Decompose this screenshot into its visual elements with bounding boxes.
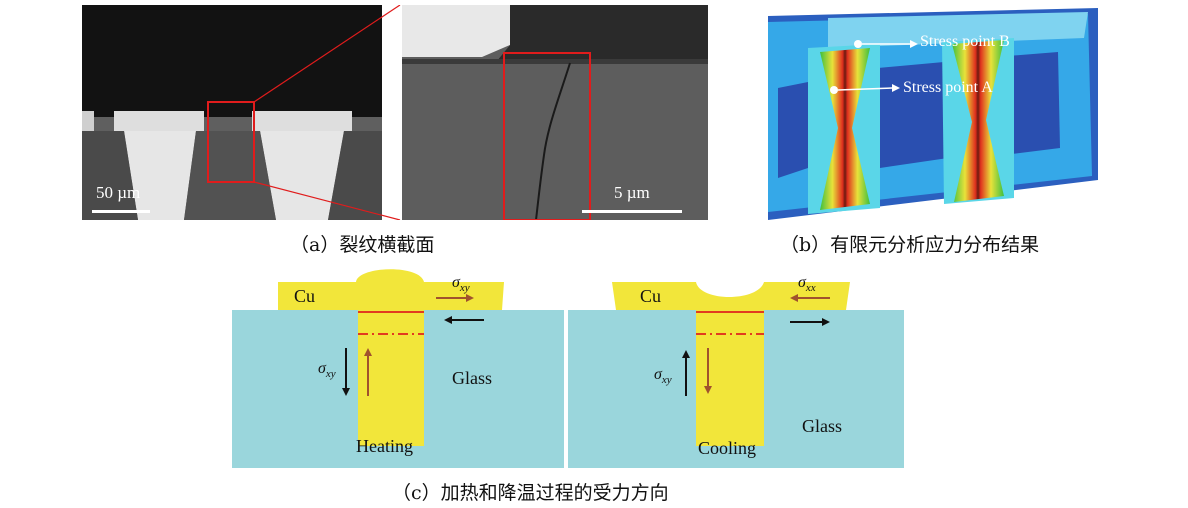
stress-point-b-label: Stress point B [920,33,1010,50]
heating-cu-label: Cu [294,286,316,306]
caption-c: （c）加热和降温过程的受力方向 [392,482,669,504]
zoom-connector [253,5,401,220]
scale-bar-right [582,210,682,213]
heating-shear-sigma: σxy [452,274,470,295]
cooling-shear-sigma: σxx [798,274,816,295]
schematic-heating [232,269,564,468]
scale-label-left: 50 µm [96,183,141,202]
heating-vertical-sigma: σxy [318,360,336,381]
cooling-vertical-sigma: σxy [654,366,672,387]
crack-line [535,62,571,220]
heating-process-label: Heating [356,436,413,456]
cooling-cu-label: Cu [640,286,662,306]
heating-glass-label: Glass [452,368,492,388]
sem-image-overview [82,5,382,220]
caption-a: （a）裂纹横截面 [290,234,435,256]
scale-label-right: 5 µm [614,183,650,202]
sem-image-zoom [402,5,708,220]
scale-bar-left [92,210,150,213]
fea-stress-map [768,8,1098,220]
zoom-region-box [207,101,255,183]
panel-a: 50 µm 5 µm [82,5,712,220]
cooling-glass-label: Glass [802,416,842,436]
crack-region-box [503,52,591,220]
cooling-process-label: Cooling [698,438,757,458]
caption-b: （b）有限元分析应力分布结果 [780,234,1040,256]
stress-point-b-marker [854,40,862,48]
stress-point-a-marker [830,86,838,94]
stress-point-a-label: Stress point A [903,79,993,96]
schematic-cooling [568,282,904,468]
